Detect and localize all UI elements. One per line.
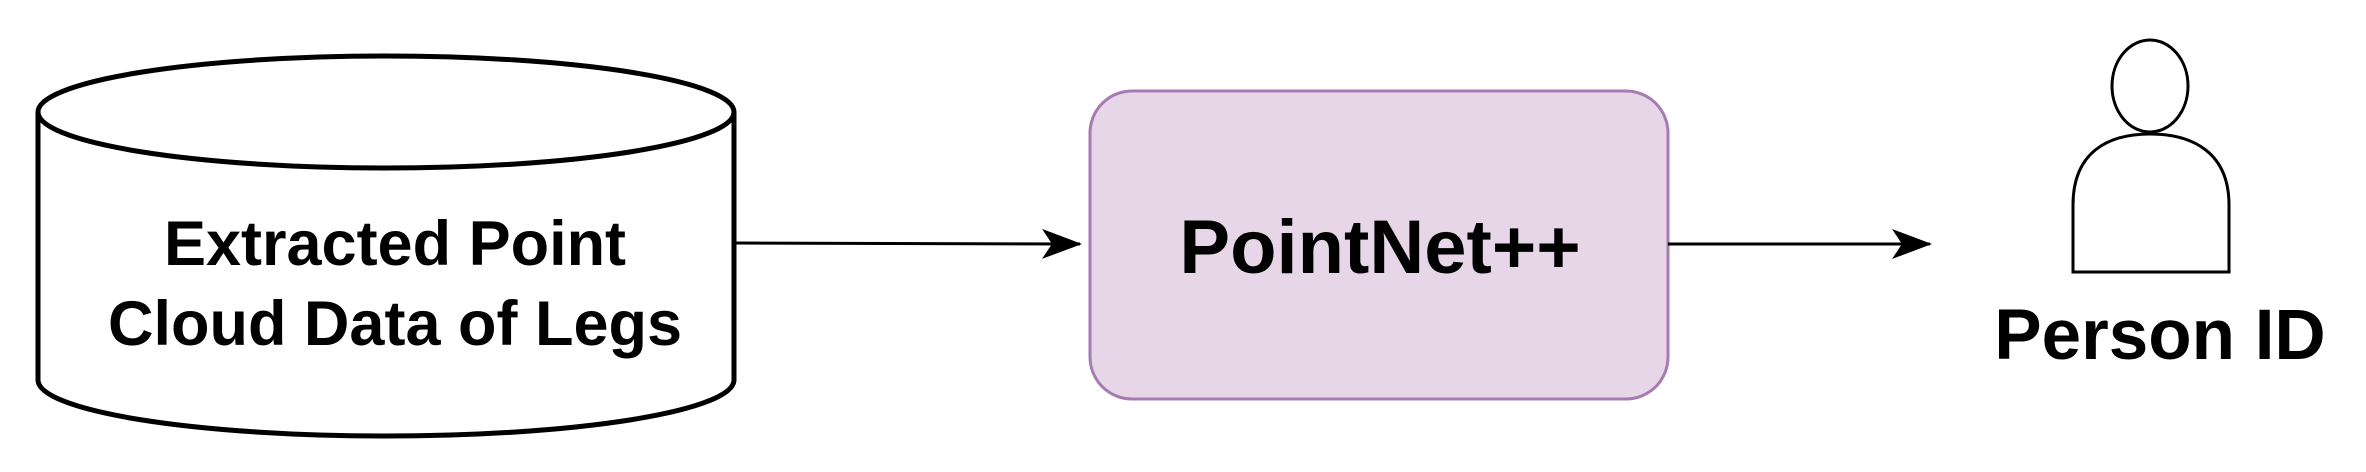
process-label: PointNet++ bbox=[1179, 205, 1581, 290]
arrow-source-to-process bbox=[735, 228, 1082, 259]
cylinder-body bbox=[35, 112, 737, 439]
cylinder-datastore bbox=[35, 53, 737, 439]
person-icon bbox=[2071, 38, 2231, 274]
person-head-icon bbox=[2110, 38, 2190, 134]
source-label-line-2: Cloud Data of Legs bbox=[107, 289, 682, 359]
source-label-line-1: Extracted Point bbox=[163, 209, 627, 279]
person-body-icon bbox=[2071, 132, 2231, 274]
cylinder-top bbox=[35, 53, 737, 171]
output-label: Person ID bbox=[1994, 296, 2326, 375]
